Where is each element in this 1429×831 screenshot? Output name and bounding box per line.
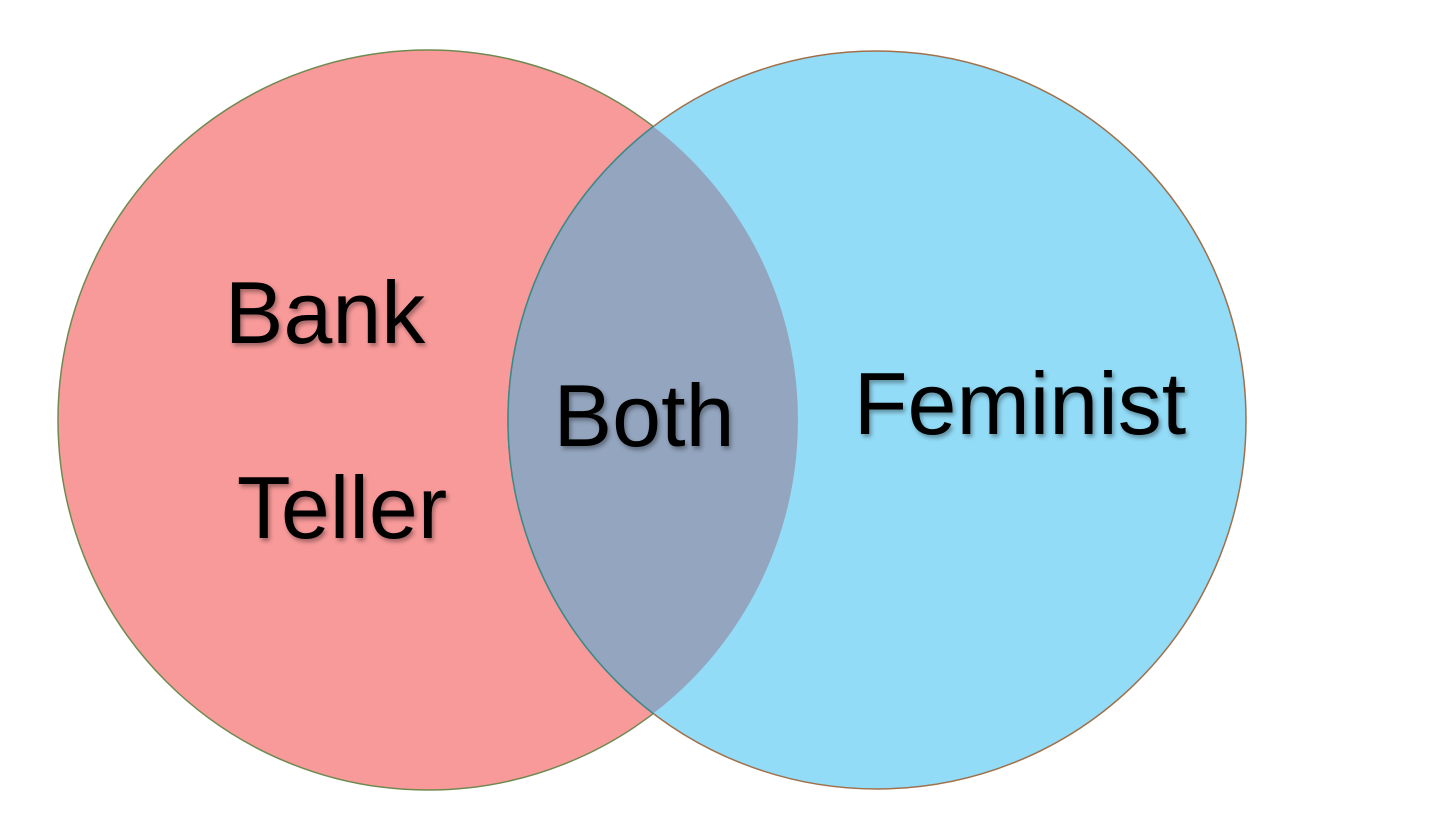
bank-label: Bank bbox=[225, 263, 427, 362]
teller-label: Teller bbox=[237, 458, 447, 557]
intersection-region bbox=[507, 50, 798, 790]
feminist-label: Feminist bbox=[854, 354, 1187, 453]
both-label: Both bbox=[553, 366, 734, 465]
